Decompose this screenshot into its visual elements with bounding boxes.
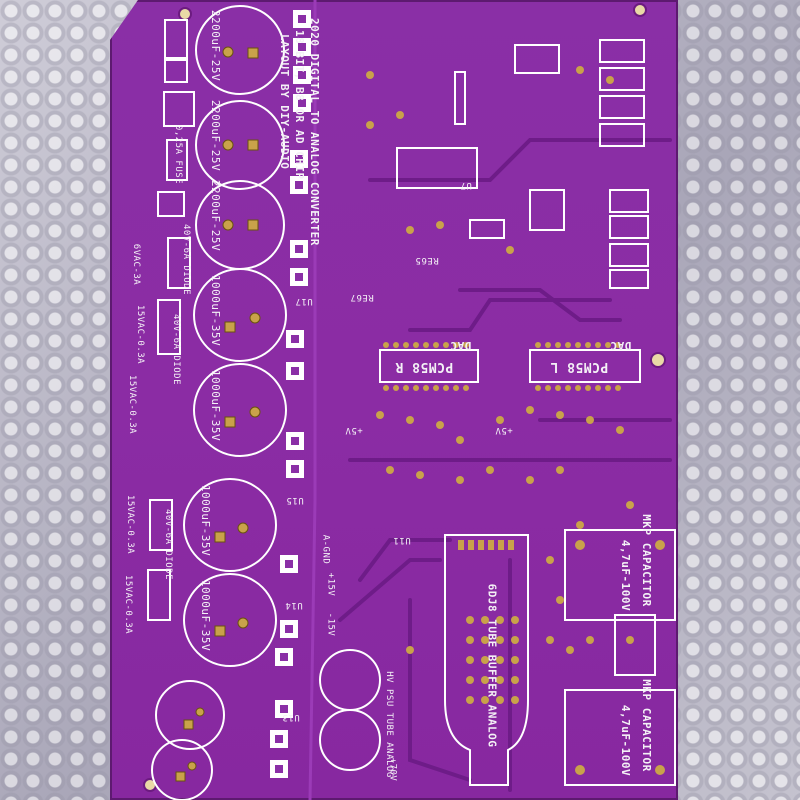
cap-label-6: 1000uF-35V — [199, 484, 213, 557]
mkp-cap-2-value: 4,7uF-100V — [619, 704, 633, 777]
rail-label-5v-a: +5V — [345, 425, 363, 435]
board-title-line-1: 2020 DIGITAL TO ANALOG CONVERTER — [308, 18, 321, 246]
ref-u15: U15 — [286, 495, 304, 505]
mounting-hole — [650, 352, 666, 368]
rail-label-15v: +15V — [325, 572, 336, 597]
rail-label-minus-15v: -15V — [325, 612, 336, 637]
tube-buffer-label: 6DJ8 TUBE BUFFER ANALOG — [485, 583, 499, 748]
cap-label-7: 1000uF-35V — [199, 579, 213, 652]
diode-label-3: 40V-6A DIODE — [163, 508, 174, 581]
transformer-label-5: 15VAC-0.3A — [123, 574, 134, 635]
ref-u7: U7 — [460, 180, 472, 190]
transformer-footprint — [163, 91, 195, 127]
ref-u14: U14 — [285, 600, 303, 610]
pcb-artwork — [143, 0, 676, 800]
diode-bridge — [147, 569, 171, 621]
cap-label-2: 2200uF-25V — [209, 99, 223, 172]
mkp-cap-1-title: MKP CAPACITOR — [639, 514, 653, 607]
transformer-label-1: 6VAC-3A — [131, 243, 142, 286]
transformer-label-3: 15VAC-0.3A — [127, 374, 138, 435]
cap-label-1: 2200uF-25V — [209, 9, 223, 82]
cap-label-3: 2200uF-25V — [209, 179, 223, 252]
rail-label-agnd: A-GND — [320, 534, 331, 565]
mkp-cap-1-value: 4,7uF-100V — [619, 539, 633, 612]
board-title-line-2: 18 BIT, B8 OR AD CHIP — [293, 30, 306, 180]
dac-tag-left: DAC — [610, 339, 632, 352]
rail-label-5v-b: +5V — [495, 425, 513, 435]
dac-tag-right: DAC — [450, 339, 472, 352]
fuse-holder — [166, 139, 188, 181]
transformer-label-2: 15VAC-0.3A — [135, 304, 146, 365]
cap-label-4: 1000uF-35V — [209, 274, 223, 347]
transformer-label-4: 15VAC-0.3A — [125, 494, 136, 555]
diode-label-2: 40V-6A DIODE — [171, 313, 182, 386]
ref-u17: U17 — [295, 296, 313, 306]
ref-u11: U11 — [393, 535, 411, 545]
hv-psu-label: HV PSU TUBE ANALOG — [383, 671, 394, 778]
ref-re67: RE67 — [350, 292, 374, 302]
terminal-block — [164, 19, 188, 59]
mounting-hole — [178, 7, 192, 21]
terminal-block — [164, 59, 188, 83]
cap-label-5: 1000uF-35V — [209, 369, 223, 442]
ref-re65: RE65 — [415, 255, 439, 265]
ref-u13: U13 — [282, 712, 300, 722]
terminal-block — [157, 191, 185, 217]
fuse-label: 0,25A FUSE — [173, 124, 184, 185]
board-title-line-3: LAYOUT BY DIY-AUDIO — [278, 34, 291, 170]
diode-bridge — [149, 499, 173, 551]
diode-label-1: 40V-6A DIODE — [181, 223, 192, 296]
mkp-cap-2-title: MKP CAPACITOR — [639, 679, 653, 772]
dac-chip-left-label: PCM58 L — [550, 359, 609, 374]
diode-bridge — [167, 237, 191, 289]
pcb-board: 2020 DIGITAL TO ANALOG CONVERTER 18 BIT,… — [110, 0, 678, 800]
mounting-hole — [633, 3, 647, 17]
dac-chip-right-label: PCM58 R — [395, 359, 454, 374]
diode-bridge — [157, 299, 181, 355]
